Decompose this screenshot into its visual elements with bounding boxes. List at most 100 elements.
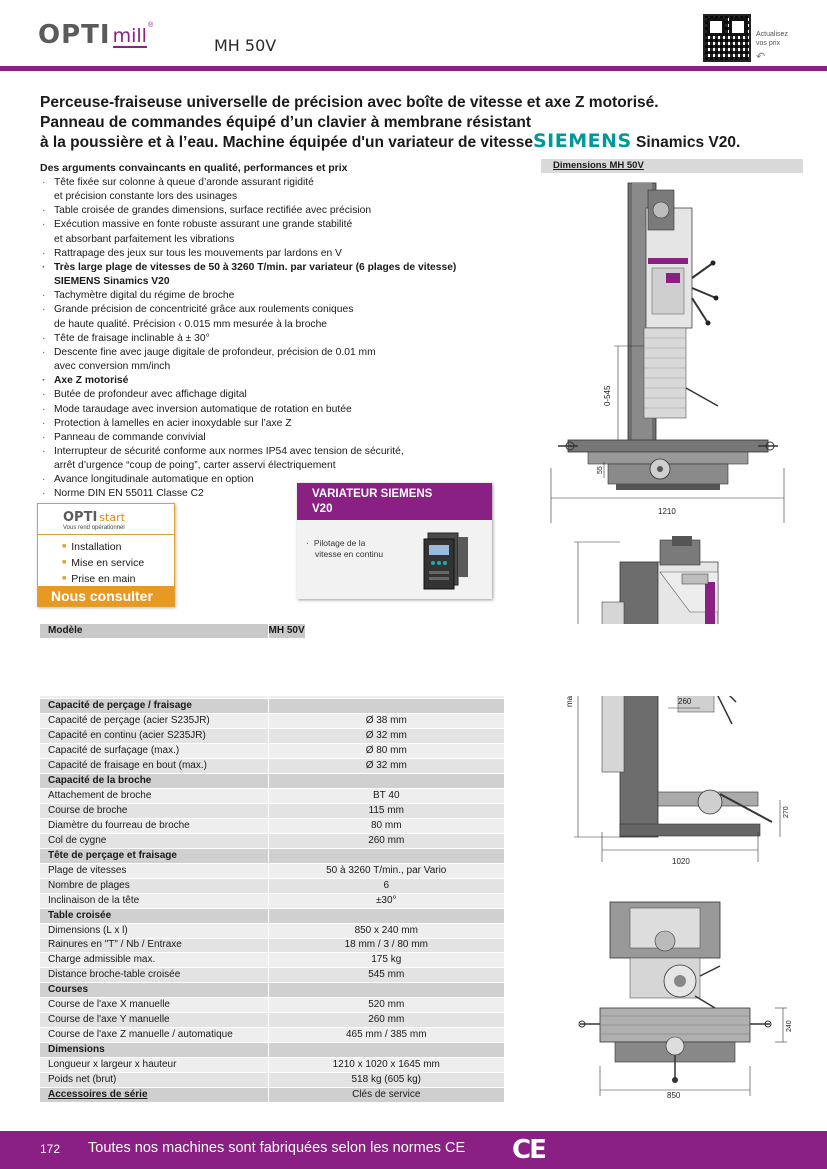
logo-mill-text: mill xyxy=(112,25,147,48)
spec-value: 465 mm / 385 mm xyxy=(345,1029,427,1041)
variateur-text-line-2: vitesse en continu xyxy=(315,549,384,559)
dimensions-label-text: Dimensions MH 50V xyxy=(553,160,644,171)
spec-value: 175 kg xyxy=(371,954,402,966)
front-dim-width: 1210 xyxy=(658,507,676,516)
spec-value-cell: Clés de service xyxy=(268,1087,504,1103)
feature-item: Norme DIN EN 55011 Classe C2 xyxy=(40,487,500,501)
qr-code-icon[interactable] xyxy=(703,14,751,62)
spec-value-cell: 545 mm xyxy=(268,967,504,984)
feature-item: Exécution massive en fonte robuste assur… xyxy=(40,218,500,232)
feature-item: Protection à lamelles en acier inoxydabl… xyxy=(40,417,500,431)
feature-item: Tête fixée sur colonne à queue d’aronde … xyxy=(40,176,500,190)
spec-value: 18 mm / 3 / 80 mm xyxy=(344,939,428,951)
spec-label: Longueur x largeur x hauteur xyxy=(40,1057,269,1074)
spec-value-cell xyxy=(268,848,504,864)
feature-item: Mode taraudage avec inversion automatiqu… xyxy=(40,403,500,417)
spec-label: Course de l'axe X manuelle xyxy=(40,997,269,1014)
page-number: 172 xyxy=(40,1142,61,1156)
top-dim-table: 240 xyxy=(786,1020,793,1032)
top-dim-width: 850 xyxy=(667,1091,681,1100)
model-title: MH 50V xyxy=(214,36,277,55)
spec-label: Capacité en continu (acier S235JR) xyxy=(40,728,269,745)
spec-row: Rainures en "T" / Nb / Entraxe 18 mm / 3 … xyxy=(40,938,504,954)
spec-value-cell: ±30° xyxy=(268,893,504,909)
spec-value-cell: 465 mm / 385 mm xyxy=(268,1027,504,1044)
feature-item: Avance longitudinale automatique en opti… xyxy=(40,473,500,487)
spec-value: 545 mm xyxy=(368,969,405,981)
variateur-title-line-2: V20 xyxy=(312,503,333,515)
spec-row: Course de l'axe X manuelle 520 mm xyxy=(40,997,504,1014)
spec-value-cell: 1210 x 1020 x 1645 mm xyxy=(268,1057,504,1074)
spec-label: Charge admissible max. xyxy=(40,952,269,969)
curved-arrow-icon: ↶ xyxy=(756,51,766,63)
top-view-drawing: 240 850 xyxy=(578,901,793,1100)
intro-line-3-start: à la poussière et à l’eau. Machine équip… xyxy=(40,134,533,151)
spec-row: Capacité en continu (acier S235JR) Ø 32 m… xyxy=(40,728,504,745)
feature-item: de haute qualité. Précision ‹ 0.015 mm m… xyxy=(54,318,328,330)
intro-line-3: à la poussière et à l’eau. Machine équip… xyxy=(40,130,800,153)
feature-item: Tachymètre digital du régime de broche xyxy=(40,289,500,303)
feature-item: Interrupteur de sécurité conforme aux no… xyxy=(40,445,500,459)
spec-section-row: Capacité de la broche xyxy=(40,773,504,789)
intro-line-1: Perceuse-fraiseuse universelle de précis… xyxy=(40,94,659,111)
variateur-box: VARIATEUR SIEMENS V20 ·Pilotage de la vi… xyxy=(297,483,492,599)
spec-value-cell: Ø 32 mm xyxy=(268,728,504,745)
spec-value: 260 mm xyxy=(368,834,405,846)
spec-label: Dimensions xyxy=(40,1042,269,1059)
spec-label: Rainures en "T" / Nb / Entraxe xyxy=(40,938,269,954)
optistart-item: Prise en main xyxy=(62,571,144,587)
optistart-divider xyxy=(38,534,174,535)
spec-value-cell: 260 mm xyxy=(268,1012,504,1029)
spec-value: Clés de service xyxy=(352,1089,421,1101)
update-line-2: vos prix xyxy=(756,40,781,47)
spec-label: Distance broche-table croisée xyxy=(40,967,269,984)
optistart-items: Installation Mise en service Prise en ma… xyxy=(62,539,144,587)
spec-value-cell: 175 kg xyxy=(268,952,504,969)
variateur-title-line-1: VARIATEUR SIEMENS xyxy=(312,488,433,500)
spec-label: Diamètre du fourreau de broche xyxy=(40,818,269,834)
spec-label: Attachement de broche xyxy=(40,788,269,804)
spec-row: Dimensions (L x l)850 x 240 mm xyxy=(40,923,504,939)
spec-value-cell: 850 x 240 mm xyxy=(268,923,504,939)
spec-row: Distance broche-table croisée 545 mm xyxy=(40,967,504,984)
page-footer: 172 Toutes nos machines sont fabriquées … xyxy=(0,1131,827,1169)
feature-item: Table croisée de grandes dimensions, sur… xyxy=(40,204,500,218)
siemens-logo: SIEMENS xyxy=(533,130,632,152)
spec-value-cell: MH 50V xyxy=(268,624,305,640)
optistart-tagline: Vous rend opérationnel xyxy=(63,525,125,531)
spec-value: 520 mm xyxy=(368,999,405,1011)
feature-item: Grande précision de concentricité grâce … xyxy=(40,303,500,317)
spec-value-cell: Ø 38 mm xyxy=(268,713,504,730)
feature-item: SIEMENS Sinamics V20 xyxy=(54,276,170,288)
variateur-bullet: · xyxy=(306,538,309,548)
optistart-contact-button[interactable]: Nous consulter xyxy=(38,586,174,606)
spec-label: Accessoires de série xyxy=(40,1087,269,1103)
spec-value-cell: BT 40 xyxy=(268,788,504,804)
spec-label: Col de cygne xyxy=(40,833,269,849)
intro-heading: Perceuse-fraiseuse universelle de précis… xyxy=(40,93,800,153)
spec-value: ±30° xyxy=(375,894,397,906)
spec-value-cell: 50 à 3260 T/min., par Vario xyxy=(268,863,504,879)
spec-value: Ø 32 mm xyxy=(365,730,407,742)
ce-mark-icon: CE xyxy=(512,1135,547,1165)
spec-row: Col de cygne 260 mm xyxy=(40,833,504,849)
spec-label: Tête de perçage et fraisage xyxy=(40,848,269,864)
page-header: OPTI mill ® MH 50V Actualisez vos prix ↶ xyxy=(0,0,827,72)
spec-row: Accessoires de série Clés de service xyxy=(40,1087,504,1103)
spec-label: Dimensions (L x l) xyxy=(40,923,269,939)
optistart-logo-start: start xyxy=(99,511,125,524)
optistart-logo-opti: OPTI xyxy=(63,510,98,525)
side-dim-width: 1020 xyxy=(672,857,690,866)
feature-item: avec conversion mm/inch xyxy=(54,361,171,373)
spec-value: 80 mm xyxy=(370,819,402,831)
feature-item: Tête de fraisage inclinable à ± 30° xyxy=(40,332,500,346)
spec-value-cell xyxy=(268,698,504,715)
spec-row: Diamètre du fourreau de broche 80 mm xyxy=(40,818,504,834)
spec-label: Course de l'axe Y manuelle xyxy=(40,1012,269,1029)
spec-value-cell: 518 kg (605 kg) xyxy=(268,1072,504,1089)
spec-label: Capacité de surfaçage (max.) xyxy=(40,743,269,760)
